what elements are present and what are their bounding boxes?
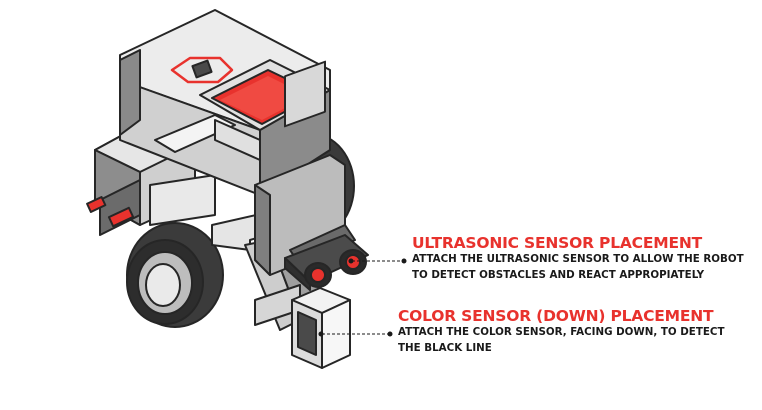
color-sensor-leader <box>318 331 393 337</box>
ultrasonic-callout: ULTRASONIC SENSOR PLACEMENT ATTACH THE U… <box>412 234 744 283</box>
color-sensor <box>291 287 351 369</box>
color-sensor-callout: COLOR SENSOR (DOWN) PLACEMENT ATTACH THE… <box>398 307 724 356</box>
ultrasonic-desc-line-2: TO DETECT OBSTACLES AND REACT APPROPIATE… <box>412 268 705 281</box>
ultrasonic-sensor <box>284 234 369 291</box>
ultrasonic-desc-line-1: ATTACH THE ULTRASONIC SENSOR TO ALLOW TH… <box>412 253 744 265</box>
ultrasonic-leader <box>348 258 407 264</box>
front-left-wheel <box>126 222 224 328</box>
color-sensor-desc-line-2: THE BLACK LINE <box>398 341 492 354</box>
color-sensor-desc-line-1: ATTACH THE COLOR SENSOR, FACING DOWN, TO… <box>398 326 725 338</box>
ultrasonic-title: ULTRASONIC SENSOR PLACEMENT <box>412 234 703 252</box>
color-sensor-title: COLOR SENSOR (DOWN) PLACEMENT <box>398 307 714 325</box>
